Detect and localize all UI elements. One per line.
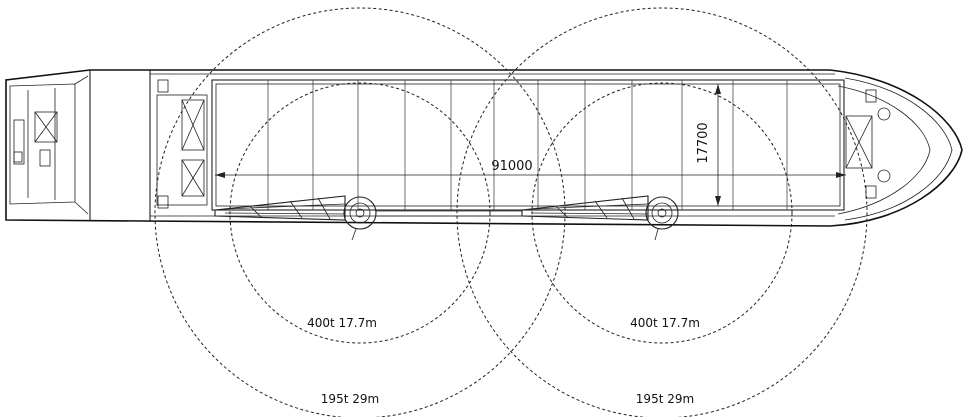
crane-aft-pedestal: [343, 196, 377, 230]
crane-aft-outer-label: 195t 29m: [321, 392, 379, 406]
crane-aft: [214, 195, 377, 241]
crane-aft-inner-reach: [229, 82, 491, 344]
length-dimension: [215, 172, 846, 178]
bow-inner-line: [844, 77, 953, 221]
crane-fwd: [521, 195, 679, 241]
stern-accommodation: [9, 75, 89, 215]
cargo-hold: [150, 73, 845, 217]
engine-casing: [156, 79, 208, 209]
width-dimension: [715, 84, 721, 206]
crane-aft-outer-reach: [154, 7, 566, 417]
crane-fwd-inner-reach: [531, 82, 793, 344]
crane-aft-inner-label: 400t 17.7m: [307, 316, 377, 330]
length-label: 91000: [491, 159, 532, 174]
crane-fwd-pedestal: [645, 196, 679, 230]
hull-outline: [5, 69, 963, 227]
crane-fwd-outer-label: 195t 29m: [636, 392, 694, 406]
crane-fwd-inner-label: 400t 17.7m: [630, 316, 700, 330]
crane-fwd-outer-reach: [456, 7, 868, 417]
forecastle: [845, 89, 891, 199]
width-label: 17700: [696, 122, 711, 163]
bow-inner-line-2: [837, 85, 931, 215]
